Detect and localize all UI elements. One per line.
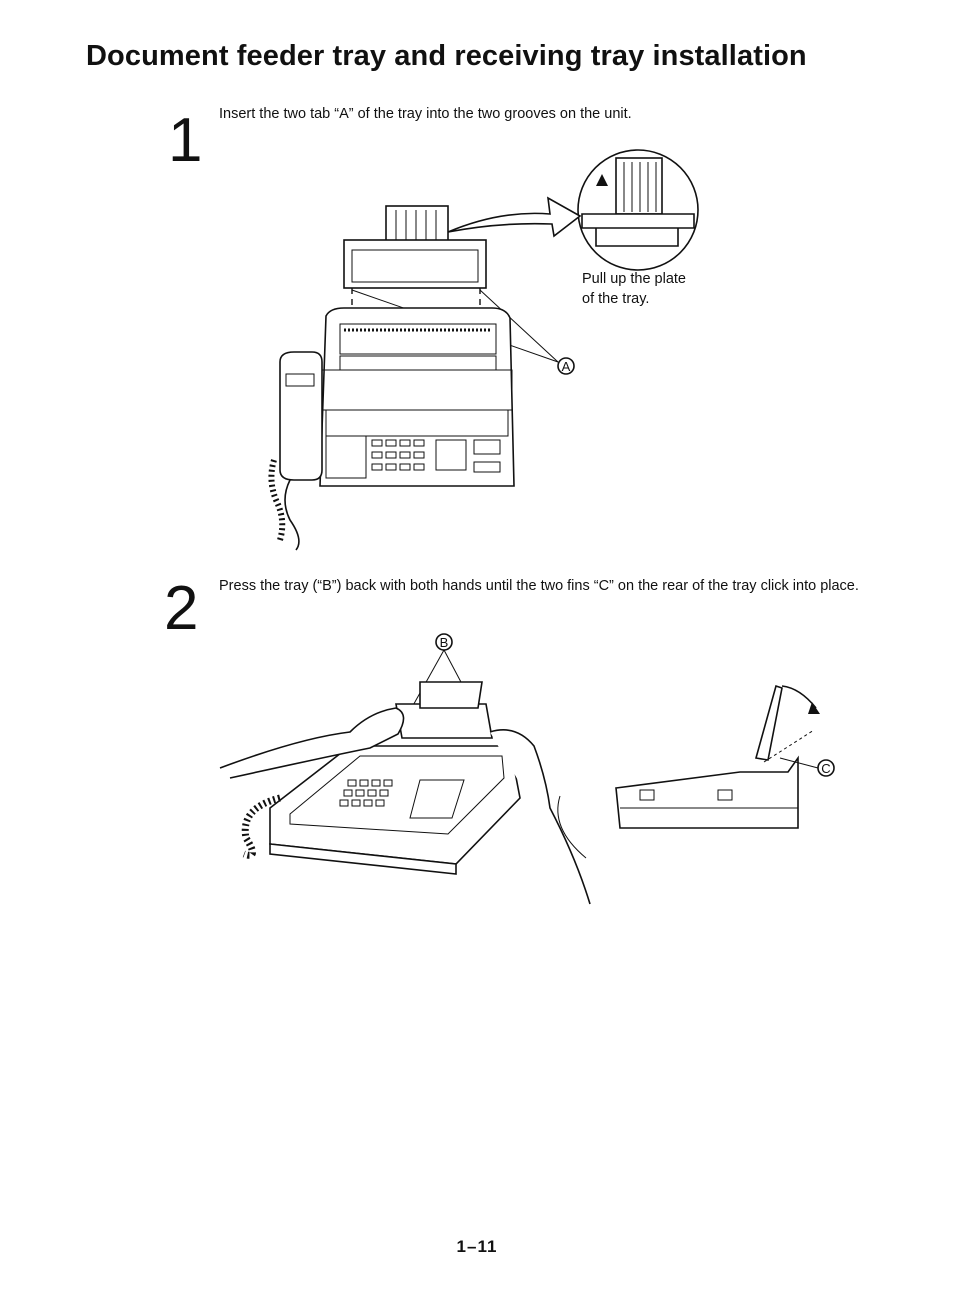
fax-unit-front [319,307,515,487]
step-2-number: 2 [164,574,199,643]
step-1-number: 1 [168,106,203,175]
tray-plate-detail-inset [577,149,699,271]
hands [219,707,591,905]
feeder-tray [343,205,487,289]
handset [268,351,323,551]
callout-line-2: of the tray. [582,291,650,307]
marker-c: C [821,761,830,776]
insert-arrow [447,196,582,238]
step-2-text: Press the tray (“B”) back with both hand… [219,578,859,594]
fax-unit-side-view [615,684,820,829]
marker-a: A [562,359,571,374]
step-1-illustration: A [268,149,699,551]
page-number: 1–11 [456,1237,498,1256]
callout-line-1: Pull up the plate [582,271,686,287]
step-2-illustration: B C [219,633,835,905]
page-title: Document feeder tray and receiving tray … [86,40,807,72]
marker-b: B [440,635,449,650]
step-1-text: Insert the two tab “A” of the tray into … [219,106,632,122]
